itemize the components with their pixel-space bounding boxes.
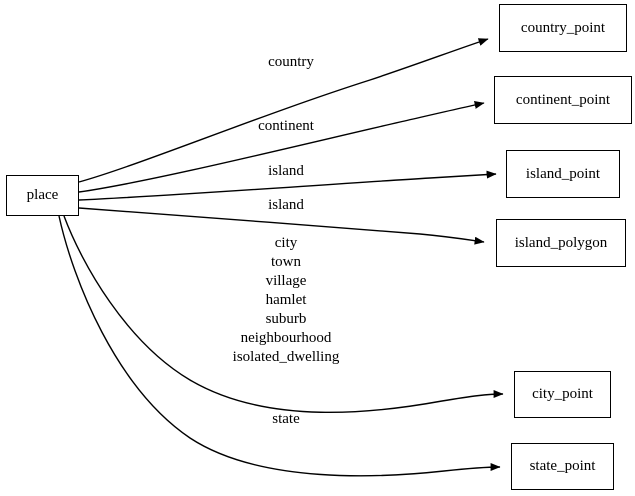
edge-label-city-point: city town village hamlet suburb neighbou… (233, 234, 340, 367)
node-continent-point[interactable]: continent_point (494, 76, 632, 124)
edge-label-state: state (272, 411, 300, 427)
node-state-point-label: state_point (529, 458, 596, 474)
node-place[interactable]: place (6, 175, 79, 216)
node-island-point-label: island_point (525, 165, 601, 182)
edge-place-to-island-polygon (78, 207, 485, 245)
edge-label-island-polygon: island (268, 197, 304, 213)
edge-label-city-line-isolated-dwelling: isolated_dwelling (232, 349, 340, 365)
edge-place-to-island-point (78, 170, 497, 201)
node-state-point[interactable]: state_point (511, 443, 614, 490)
node-continent-point-label: continent_point (515, 91, 611, 108)
edge-place-to-city-point (63, 215, 504, 414)
edge-label-city-line-village: village (265, 273, 307, 289)
edge-place-to-state-point (58, 215, 501, 477)
node-country-point-label: country_point (520, 19, 606, 36)
edge-label-continent: continent (258, 118, 314, 134)
edge-label-city-line-neighbourhood: neighbourhood (240, 330, 332, 346)
edge-label-city-line-city: city (274, 235, 298, 251)
edge-place-to-continent-point (78, 101, 485, 193)
edge-label-city-line-hamlet: hamlet (265, 292, 307, 308)
node-place-label: place (26, 187, 59, 203)
node-island-polygon-label: island_polygon (514, 234, 608, 251)
node-city-point[interactable]: city_point (514, 371, 611, 418)
edge-label-city-line-town: town (271, 254, 301, 270)
node-island-point[interactable]: island_point (506, 150, 620, 198)
node-city-point-label: city_point (532, 386, 593, 402)
edge-place-to-country-point (78, 38, 489, 183)
edge-label-island-point: island (268, 163, 304, 179)
node-island-polygon[interactable]: island_polygon (496, 219, 626, 267)
edge-label-country: country (268, 54, 314, 70)
edge-label-city-line-suburb: suburb (265, 311, 307, 327)
node-country-point[interactable]: country_point (499, 4, 627, 52)
